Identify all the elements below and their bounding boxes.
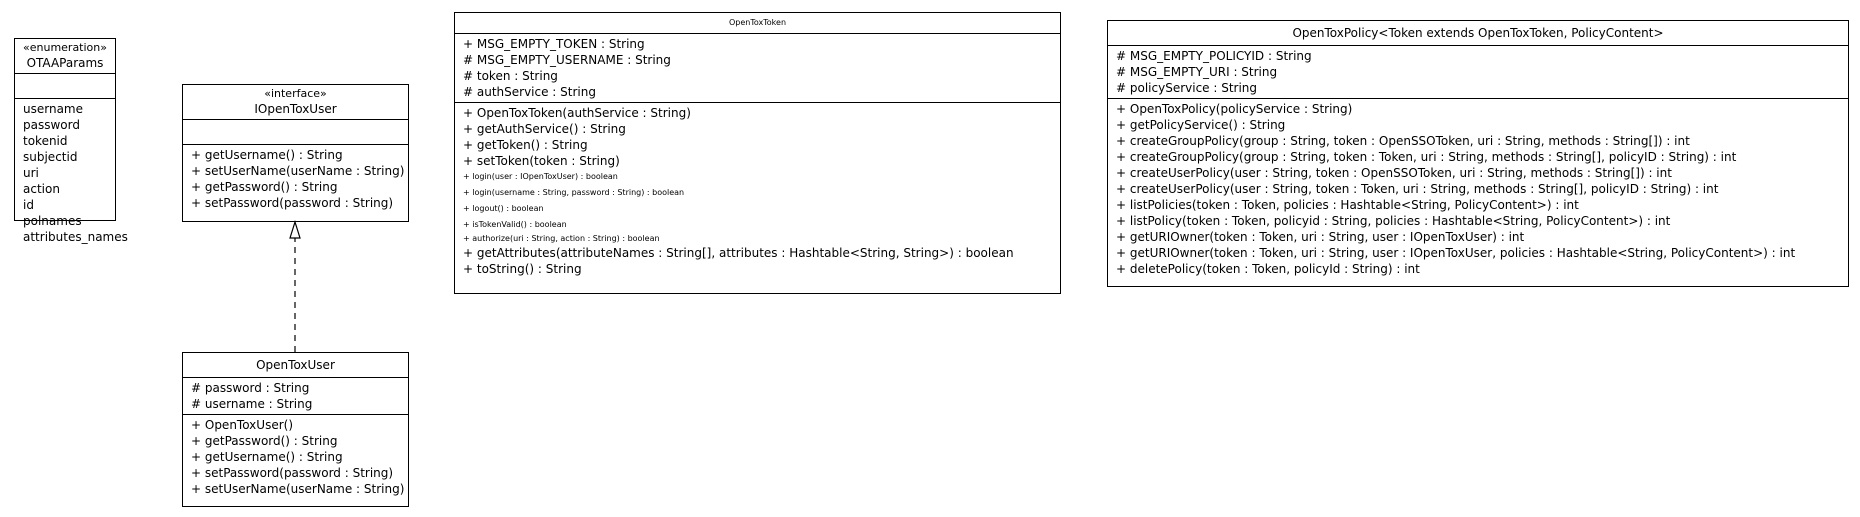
operation: + toString() : String: [463, 262, 582, 276]
operation: + createGroupPolicy(group : String, toke…: [1116, 134, 1690, 148]
attribute: # username : String: [191, 397, 313, 411]
operation-section: + OpenToxToken(authService : String) + g…: [455, 103, 1060, 279]
operation: + isTokenValid() : boolean: [463, 220, 567, 229]
operation: + OpenToxPolicy(policyService : String): [1116, 102, 1353, 116]
operation: + authorize(uri : String, action : Strin…: [463, 234, 660, 243]
operation: + getToken() : String: [463, 138, 588, 152]
operation-section: + OpenToxUser() + getPassword() : String…: [183, 415, 408, 499]
operation: + getAuthService() : String: [463, 122, 626, 136]
attribute: # token : String: [463, 69, 558, 83]
operation: + setUserName(userName : String): [191, 482, 405, 496]
attribute-section: [15, 74, 115, 99]
operation: + deletePolicy(token : Token, policyId :…: [1116, 262, 1420, 276]
enum-literal: attributes_names: [23, 230, 128, 244]
attribute: # policyService : String: [1116, 81, 1258, 95]
class-opentoxuser: OpenToxUser # password : String # userna…: [182, 352, 409, 507]
class-name: IOpenToxUser: [254, 102, 337, 116]
enum-literal: action: [23, 182, 60, 196]
operation-section: + OpenToxPolicy(policyService : String) …: [1108, 99, 1848, 279]
operation: + createUserPolicy(user : String, token …: [1116, 166, 1672, 180]
operation: + setToken(token : String): [463, 154, 620, 168]
class-iopentoxuser: «interface» IOpenToxUser + getUsername()…: [182, 84, 409, 222]
operation: + setPassword(password : String): [191, 466, 394, 480]
class-header: OpenToxPolicy<Token extends OpenToxToken…: [1108, 21, 1848, 46]
class-header: «interface» IOpenToxUser: [183, 85, 408, 120]
class-header: OpenToxUser: [183, 353, 408, 378]
operation: + getUsername() : String: [191, 450, 343, 464]
enum-literal: password: [23, 118, 80, 132]
attribute: # MSG_EMPTY_URI : String: [1116, 65, 1278, 79]
operation: + listPolicy(token : Token, policyid : S…: [1116, 214, 1671, 228]
attribute: # MSG_EMPTY_USERNAME : String: [463, 53, 671, 67]
class-name: OpenToxPolicy<Token extends OpenToxToken…: [1292, 26, 1664, 40]
operation: + createUserPolicy(user : String, token …: [1116, 182, 1719, 196]
operation: + login(username : String, password : St…: [463, 188, 685, 197]
operation: + setUserName(userName : String): [191, 164, 405, 178]
attribute: # authService : String: [463, 85, 596, 99]
operation: + getPassword() : String: [191, 434, 338, 448]
class-header: «enumeration» OTAAParams: [15, 39, 115, 74]
operation: + listPolicies(token : Token, policies :…: [1116, 198, 1579, 212]
operation: + OpenToxUser(): [191, 418, 293, 432]
operation: + getUsername() : String: [191, 148, 343, 162]
attribute-section: [183, 120, 408, 145]
operation: + getPolicyService() : String: [1116, 118, 1286, 132]
class-name: OpenToxToken: [728, 18, 787, 27]
enum-literal: polnames: [23, 214, 82, 228]
class-otaaparams: «enumeration» OTAAParams username passwo…: [14, 38, 128, 244]
operation-section: + getUsername() : String + setUserName(u…: [183, 145, 408, 213]
attribute: + MSG_EMPTY_TOKEN : String: [463, 37, 645, 51]
class-name: OpenToxUser: [256, 358, 335, 372]
operation: + logout() : boolean: [463, 204, 544, 213]
class-name: OTAAParams: [26, 56, 104, 70]
operation: + getURIOwner(token : Token, uri : Strin…: [1116, 246, 1796, 260]
attribute-section: # MSG_EMPTY_POLICYID : String # MSG_EMPT…: [1108, 46, 1848, 99]
operation: + login(user : IOpenToxUser) : boolean: [463, 172, 618, 181]
realization-arrowhead: [289, 219, 301, 239]
class-opentoxpolicy: OpenToxPolicy<Token extends OpenToxToken…: [1107, 20, 1849, 287]
enum-literal: subjectid: [23, 150, 78, 164]
stereotype: «interface»: [264, 87, 327, 100]
enum-literal: tokenid: [23, 134, 68, 148]
operation: + getPassword() : String: [191, 180, 338, 194]
attribute: # MSG_EMPTY_POLICYID : String: [1116, 49, 1312, 63]
operation: + OpenToxToken(authService : String): [463, 106, 691, 120]
attribute-section: # password : String # username : String: [183, 378, 408, 415]
operation: + getAttributes(attributeNames : String[…: [463, 246, 1014, 260]
attribute: # password : String: [191, 381, 310, 395]
enum-literal: uri: [23, 166, 39, 180]
class-opentoxtoken: OpenToxToken + MSG_EMPTY_TOKEN : String …: [454, 12, 1061, 294]
enum-literal: username: [23, 102, 83, 116]
stereotype: «enumeration»: [23, 41, 107, 54]
operation: + getURIOwner(token : Token, uri : Strin…: [1116, 230, 1525, 244]
literal-section: username password tokenid subjectid uri …: [15, 99, 128, 247]
operation: + setPassword(password : String): [191, 196, 394, 210]
class-header: OpenToxToken: [455, 13, 1060, 34]
enum-literal: id: [23, 198, 34, 212]
operation: + createGroupPolicy(group : String, toke…: [1116, 150, 1737, 164]
attribute-section: + MSG_EMPTY_TOKEN : String # MSG_EMPTY_U…: [455, 34, 1060, 103]
